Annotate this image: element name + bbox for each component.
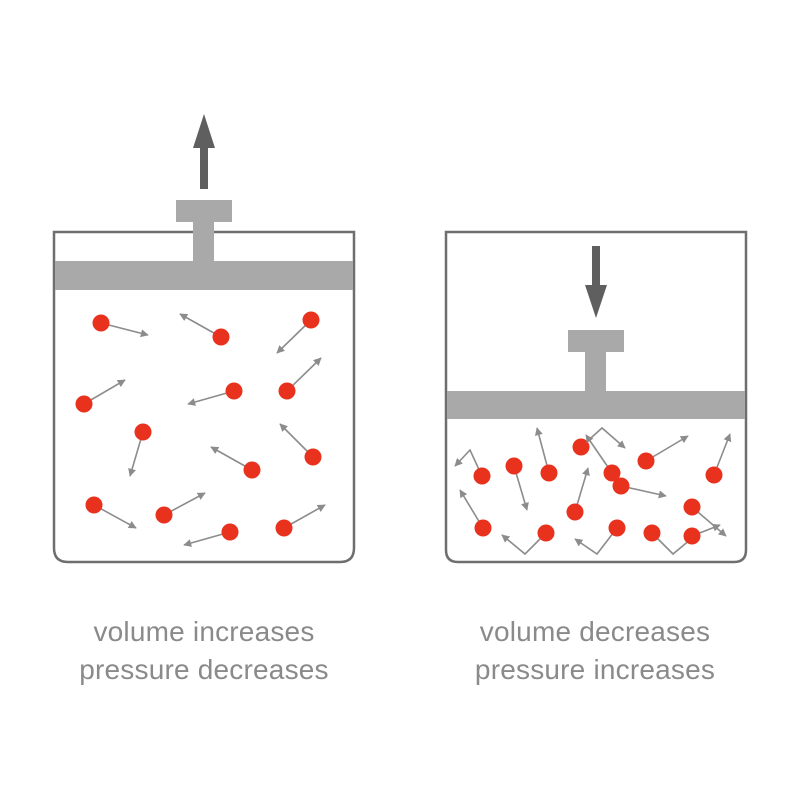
molecule — [187, 382, 243, 406]
velocity-arrow — [454, 448, 483, 477]
caption-volume-increases: volume increases — [93, 616, 315, 647]
molecule-dot — [505, 457, 523, 475]
molecule-dot — [212, 328, 230, 346]
molecule — [275, 504, 326, 537]
molecule — [612, 477, 667, 499]
molecule-dot — [643, 524, 661, 542]
molecule — [574, 519, 626, 556]
molecule-dot — [683, 498, 701, 516]
molecule — [85, 496, 137, 529]
down-arrow-icon — [585, 246, 607, 318]
molecule — [210, 446, 261, 479]
container-compressed — [444, 230, 748, 564]
molecule-dot — [572, 438, 590, 456]
molecule-dot — [637, 452, 655, 470]
molecule — [155, 492, 206, 524]
molecule — [279, 423, 322, 466]
molecule-dot — [92, 314, 110, 332]
caption-pressure-increases: pressure increases — [474, 654, 716, 685]
molecule — [566, 467, 590, 521]
molecules-expanded — [75, 311, 326, 547]
molecule-dot — [705, 466, 723, 484]
molecule-dot — [75, 395, 93, 413]
molecule — [459, 489, 492, 537]
molecule-dot — [603, 464, 621, 482]
molecule — [128, 423, 152, 477]
molecule-dot — [85, 496, 103, 514]
molecule — [534, 427, 558, 482]
molecule — [278, 357, 322, 400]
molecule-dot — [278, 382, 296, 400]
molecule — [705, 433, 732, 484]
molecule-dot — [540, 464, 558, 482]
molecule-dot — [302, 311, 320, 329]
piston-handle-compressed — [568, 330, 624, 352]
caption-volume-decreases: volume decreases — [479, 616, 711, 647]
molecule-dot — [474, 519, 492, 537]
molecule-dot — [566, 503, 584, 521]
molecule-dot — [225, 382, 243, 400]
caption-pressure-decreases: pressure decreases — [79, 654, 329, 685]
molecule-dot — [473, 467, 491, 485]
molecule — [179, 313, 230, 346]
up-arrow-icon — [193, 114, 215, 189]
molecule — [183, 523, 239, 547]
molecule-dot — [134, 423, 152, 441]
molecule-dot — [612, 477, 630, 495]
molecule — [92, 314, 149, 338]
molecule-dot — [608, 519, 626, 537]
molecule — [572, 426, 626, 456]
molecule — [75, 379, 126, 413]
caption-expanded: volume increases pressure decreases — [34, 613, 374, 689]
molecule-dot — [304, 448, 322, 466]
piston-rod-expanded — [193, 220, 214, 262]
molecule-dot — [683, 527, 701, 545]
piston-plate-compressed — [447, 391, 745, 419]
molecule-dot — [275, 519, 293, 537]
molecule — [276, 311, 320, 354]
velocity-arrow — [574, 527, 618, 556]
piston-rod-compressed — [585, 350, 606, 392]
molecule — [454, 448, 491, 485]
piston-plate-expanded — [55, 261, 353, 290]
molecule-dot — [155, 506, 173, 524]
molecule-dot — [243, 461, 261, 479]
panel-expanded — [52, 114, 356, 564]
caption-compressed: volume decreases pressure increases — [425, 613, 765, 689]
molecule-dot — [537, 524, 555, 542]
molecule-dot — [221, 523, 239, 541]
panel-compressed — [444, 230, 748, 564]
piston-handle-expanded — [176, 200, 232, 222]
molecule — [505, 457, 529, 511]
molecule — [637, 435, 689, 470]
container-expanded — [52, 230, 356, 564]
molecule — [501, 524, 555, 556]
molecule — [683, 523, 721, 545]
molecule — [585, 434, 621, 482]
molecules-compressed — [454, 426, 732, 556]
velocity-arrow — [501, 532, 547, 556]
